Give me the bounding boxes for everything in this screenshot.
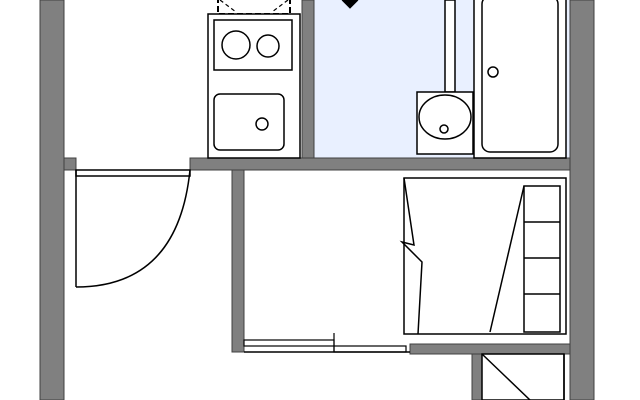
burner-left-icon: [221, 30, 251, 60]
burner-right-icon: [256, 34, 280, 58]
storage-top-wall: [409, 343, 571, 355]
walls: [39, 0, 595, 400]
closet-shelf-diagonal: [489, 185, 525, 333]
stove: [213, 19, 293, 71]
kitchen-bottom-wall-left: [63, 157, 77, 171]
bathtub-drain-icon: [487, 66, 499, 78]
sliding-door: [243, 333, 410, 353]
bathtub: [481, 0, 559, 153]
kitchen: [207, 0, 301, 159]
storage: [481, 353, 565, 400]
kitchen-bath-wall: [301, 0, 315, 159]
closet-left-wall: [231, 169, 245, 353]
washbasin: [418, 94, 472, 140]
fridge-space: [217, 0, 291, 15]
closet: [399, 177, 567, 335]
corridor-wall: [189, 157, 571, 171]
entry-door: [75, 169, 191, 288]
closet-folding-door: [399, 177, 423, 335]
washbasin-pipe: [444, 0, 456, 93]
closet-shelf: [523, 185, 561, 333]
bathroom: [341, 0, 567, 159]
washbasin-drain-icon: [439, 124, 449, 134]
sink-drain-icon: [255, 117, 269, 131]
door-swing-arc: [75, 169, 191, 288]
arrow-down-icon: [341, 0, 359, 9]
door-leaf: [75, 169, 191, 177]
outer-wall-left: [39, 0, 65, 400]
kitchen-sink: [213, 93, 285, 151]
outer-wall-right: [569, 0, 595, 400]
storage-left-wall: [471, 351, 483, 400]
